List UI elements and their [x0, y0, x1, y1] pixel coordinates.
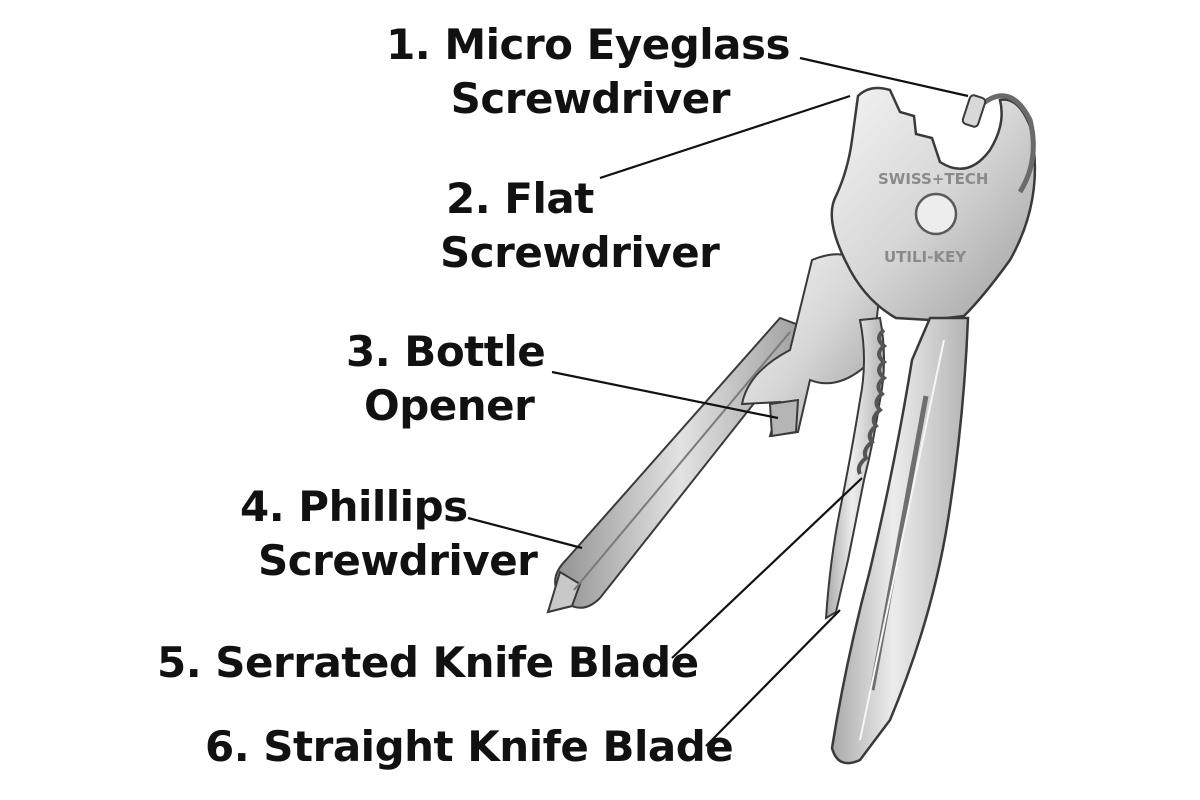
bottle-opener-notch: [768, 398, 800, 438]
callout-bottle-opener: 3. Bottle Opener: [340, 325, 546, 433]
callout-1-line-2: Screwdriver: [450, 74, 731, 123]
serrated-knife-blade: [824, 316, 885, 620]
phillips-groove: [573, 331, 791, 591]
engraving-model: UTILI-KEY: [884, 248, 967, 266]
callout-straight-knife-blade: 6. Straight Knife Blade: [205, 720, 734, 774]
leader-line-4: [467, 516, 583, 550]
callout-2-line-2: Screwdriver: [440, 228, 720, 277]
callout-4-line-2: Screwdriver: [258, 536, 538, 585]
pivot-rivet: [914, 192, 958, 236]
callout-6-line-1: 6. Straight Knife Blade: [205, 722, 734, 771]
callout-phillips-screwdriver: 4. Phillips Screwdriver: [240, 480, 538, 588]
leader-line-2: [599, 94, 851, 180]
leader-line-1: [799, 56, 969, 98]
callout-3-line-1: 3. Bottle: [346, 327, 546, 376]
callout-4-line-1: 4. Phillips: [240, 482, 468, 531]
eyeglass-screwdriver-ring: [978, 93, 1036, 194]
callout-1-line-1: 1. Micro Eyeglass: [386, 20, 790, 69]
callout-micro-eyeglass-screwdriver: 1. Micro Eyeglass Screwdriver: [386, 18, 790, 126]
callout-2-line-1: 2. Flat: [446, 174, 594, 223]
callout-serrated-knife-blade: 5. Serrated Knife Blade: [157, 636, 699, 690]
leader-lines: [467, 56, 969, 747]
callout-flat-screwdriver: 2. Flat Screwdriver: [440, 172, 720, 280]
serration-teeth: [856, 328, 888, 475]
eyeglass-screwdriver-tip: [961, 94, 987, 128]
leader-line-5: [671, 477, 863, 659]
blade-edge-highlight: [859, 339, 945, 741]
callout-3-line-2: Opener: [364, 381, 535, 430]
leader-line-3: [551, 370, 779, 420]
leader-line-6: [705, 609, 841, 747]
engraving-brand: SWISS+TECH: [878, 170, 988, 188]
callout-5-line-1: 5. Serrated Knife Blade: [157, 638, 699, 687]
